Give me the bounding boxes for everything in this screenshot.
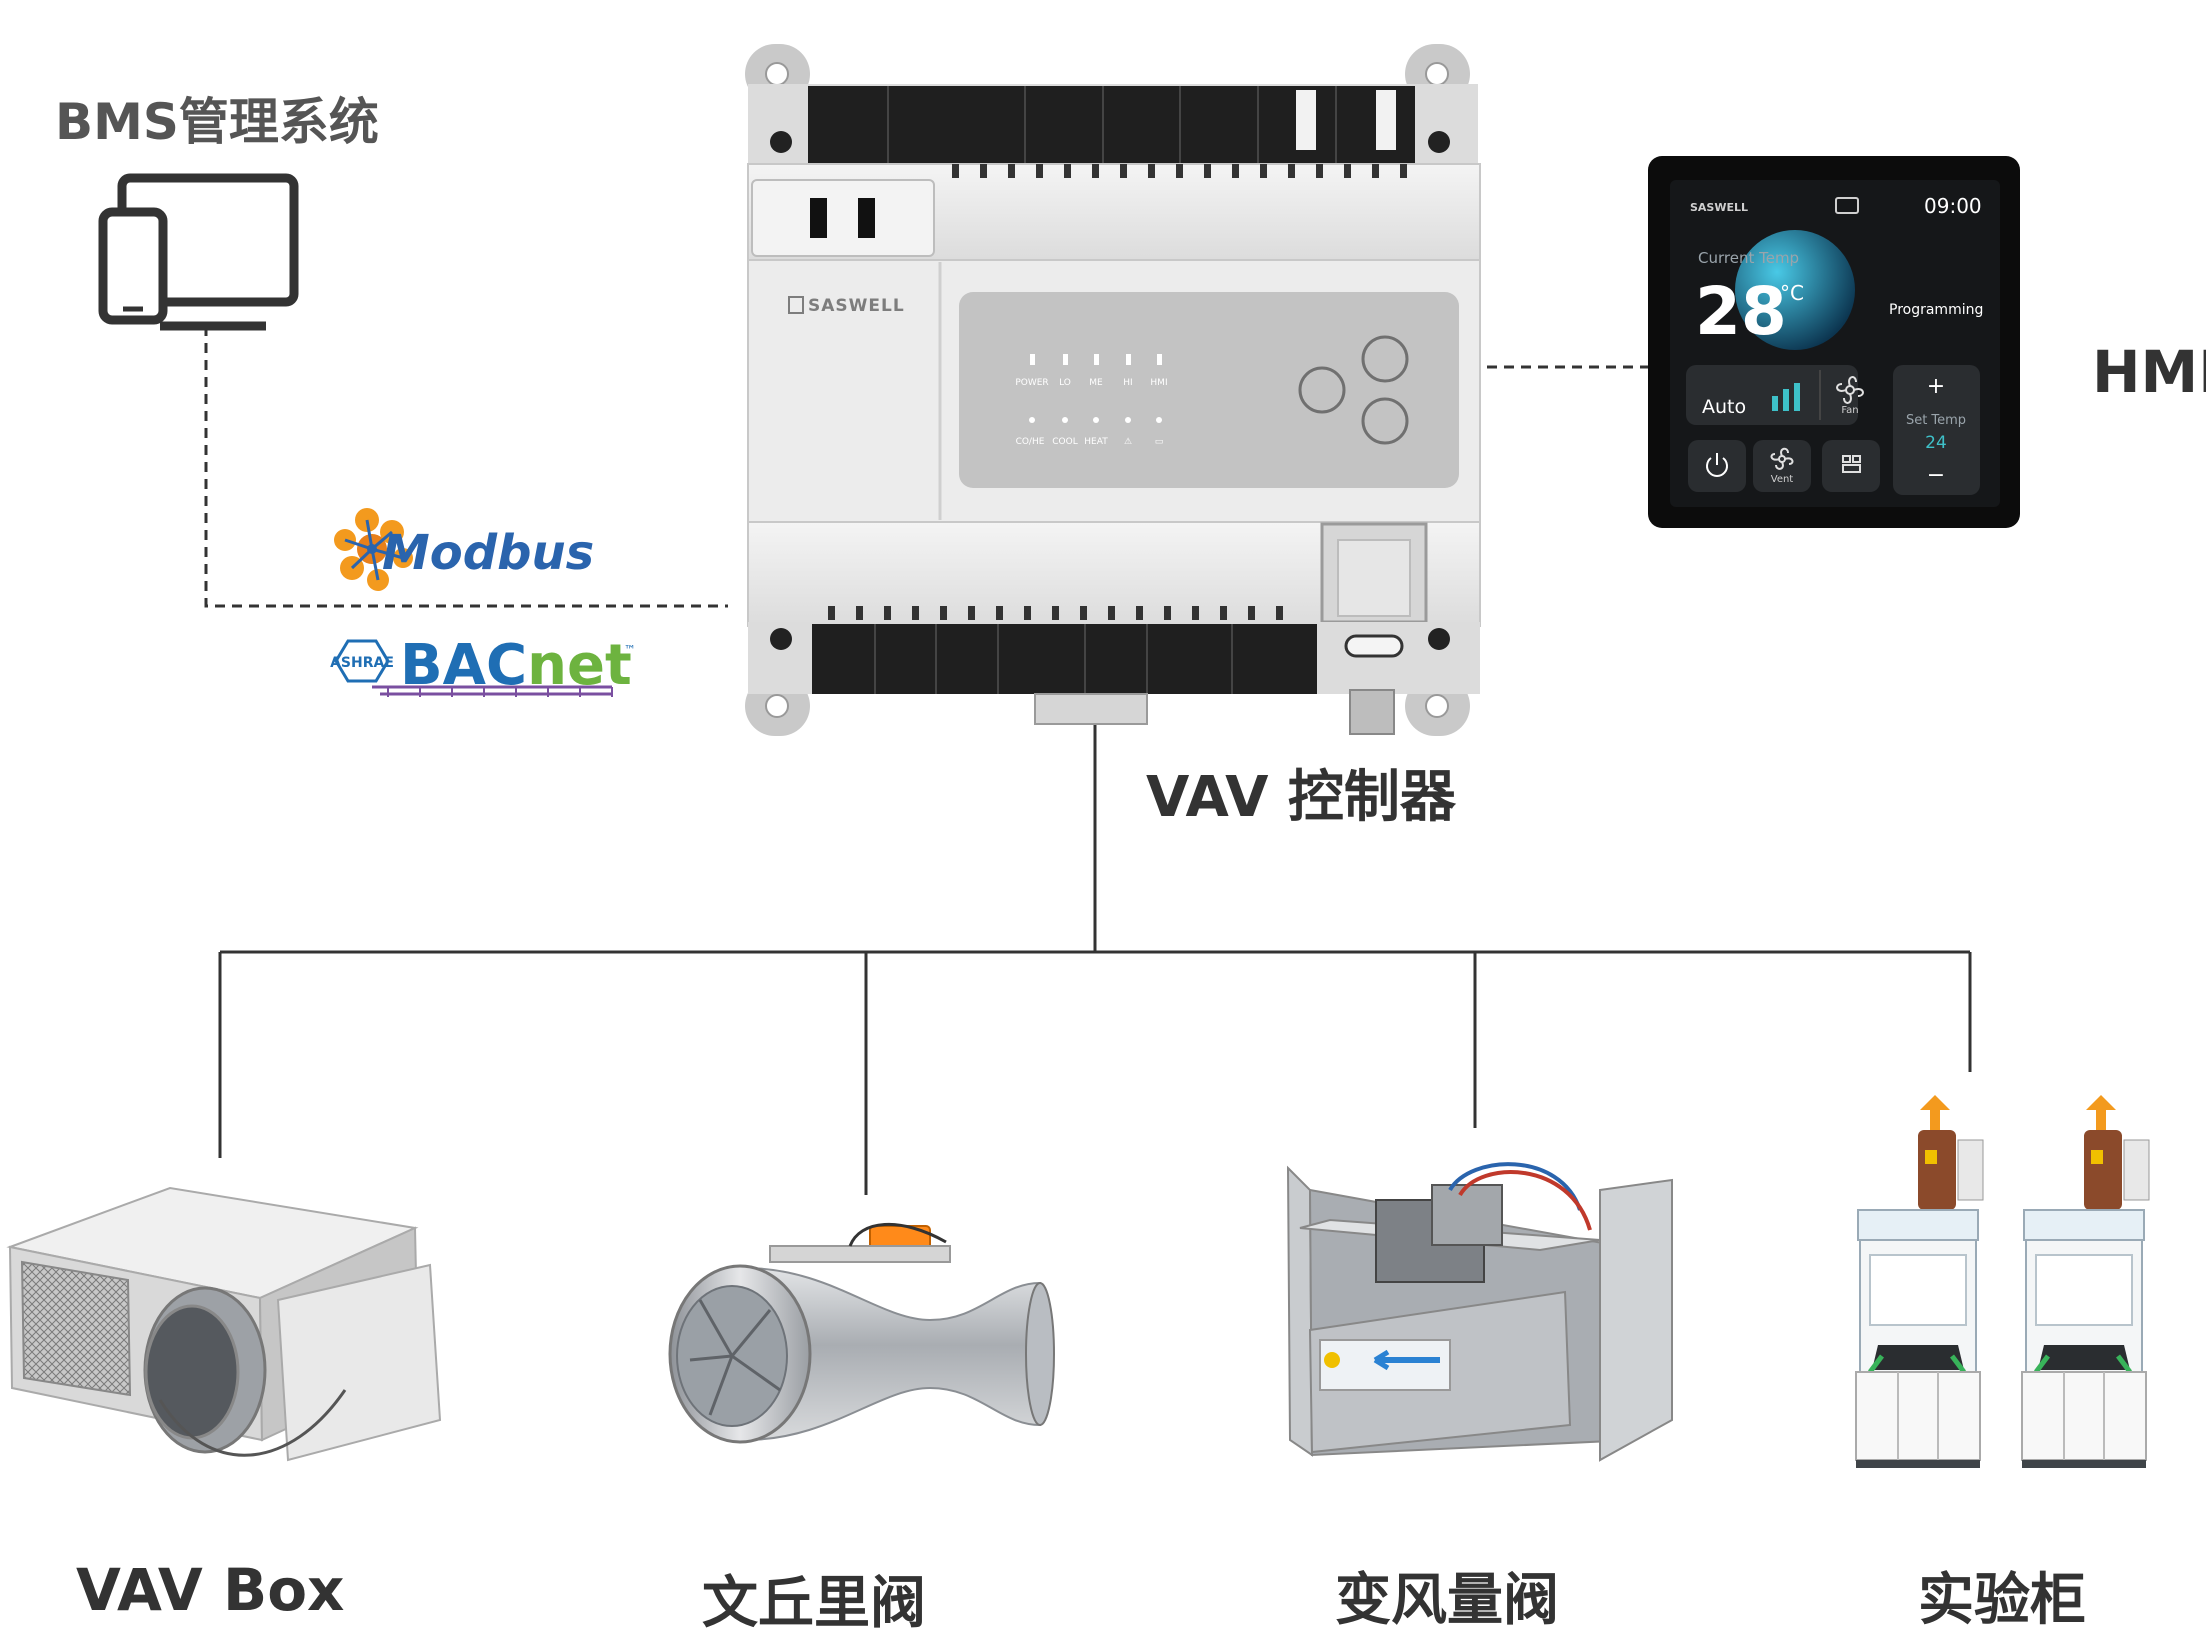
din-clip: [1034, 693, 1148, 725]
controller-button[interactable]: [1361, 397, 1409, 445]
bms-dashed-line: [204, 326, 728, 608]
bacnet-tm: ™: [624, 643, 636, 657]
current-temp-label: Current Temp: [1698, 249, 1799, 267]
fume-hood-unit: [1855, 1095, 1984, 1468]
mode-label[interactable]: Auto: [1702, 396, 1746, 418]
set-temp-value: 24: [1925, 433, 1947, 453]
set-temp-minus[interactable]: −: [1927, 463, 1945, 488]
vav-box-label: VAV Box: [76, 1556, 345, 1624]
hmi-label: HMI: [2092, 338, 2206, 406]
hmi-time[interactable]: 09:00: [1924, 194, 1982, 218]
venturi-label: 文丘里阀: [702, 1571, 926, 1636]
vent-label: Vent: [1771, 474, 1794, 485]
hmi-brand: SASWELL: [1690, 201, 1748, 214]
top-terminal-block: [808, 86, 1415, 164]
led-label-cool: COOL: [1052, 437, 1077, 447]
fan-icon[interactable]: [1836, 376, 1864, 404]
set-temp-card[interactable]: [1893, 365, 1980, 495]
controller-button[interactable]: [1361, 335, 1409, 383]
controller-front-panel: [959, 292, 1459, 488]
connection-lines: [204, 326, 1972, 1195]
led-label-power: POWER: [1015, 378, 1048, 388]
fan-label: Fan: [1841, 405, 1858, 416]
power-button[interactable]: [1688, 440, 1746, 492]
modbus-logo: Modbus: [334, 508, 594, 591]
vav-controller-device: SASWELL POWER LO ME HI HMI CO/HE COOL HE…: [745, 44, 1481, 736]
bottom-terminal-block: [812, 624, 1317, 694]
current-temp-dial: [1735, 230, 1855, 350]
fan-speed-bars-icon: [1772, 383, 1800, 411]
top-screw-row: [952, 164, 1407, 178]
alarm-icon: ⚠: [1124, 437, 1132, 447]
mode-card[interactable]: [1686, 365, 1858, 425]
ashrae-hexagon-icon: [334, 639, 390, 683]
bms-label: BMS管理系统: [55, 93, 379, 151]
pressure-nozzle: [1349, 689, 1395, 735]
led-label-hi: HI: [1123, 378, 1132, 388]
temp-unit: °C: [1780, 281, 1804, 305]
power-icon: [1706, 453, 1728, 477]
current-temp-value: 28: [1695, 273, 1787, 350]
dip-switch-cover: [751, 179, 935, 257]
phone-icon: [98, 207, 168, 325]
controller-brand: SASWELL: [808, 296, 905, 316]
controller-buttons: [1298, 335, 1409, 445]
bacnet-logo: ASHRAE BACnet ™: [330, 633, 636, 698]
grid-menu-icon: [1842, 455, 1861, 473]
vav-damper-image: [1286, 1162, 1673, 1462]
usb-c-port: [1344, 634, 1404, 658]
venturi-valve-image: [668, 1222, 1055, 1444]
fume-hood-label: 实验柜: [1918, 1568, 2086, 1633]
set-temp-plus[interactable]: +: [1927, 374, 1945, 399]
led-indicators: [1029, 354, 1162, 423]
led-label-heat: HEAT: [1084, 437, 1108, 447]
fume-hood-image: [1855, 1095, 2150, 1468]
controller-button[interactable]: [1298, 366, 1346, 414]
controller-label: VAV 控制器: [1146, 765, 1456, 830]
hmi-thermostat: SASWELL 09:00 Current Temp 28 °C Program…: [1648, 156, 2020, 528]
led-label-lo: LO: [1059, 378, 1071, 388]
set-temp-label: Set Temp: [1906, 413, 1966, 428]
calendar-icon: [1835, 197, 1859, 214]
bottom-screw-row: [828, 606, 1283, 620]
modbus-molecule-icon: [334, 508, 413, 591]
display-icon: ▭: [1155, 437, 1164, 447]
vav-damper-label: 变风量阀: [1335, 1568, 1559, 1633]
led-label-cohe: CO/HE: [1016, 437, 1045, 447]
vav-box-mesh: [20, 1260, 132, 1397]
fume-hood-unit: [2021, 1095, 2150, 1468]
vav-box-image: [6, 1186, 442, 1462]
led-label-me: ME: [1089, 378, 1103, 388]
bms-device-icon: [98, 173, 299, 331]
led-label-hmi: HMI: [1150, 378, 1167, 388]
vent-icon: [1770, 447, 1794, 470]
modbus-wordmark: Modbus: [382, 525, 594, 581]
ashrae-text: ASHRAE: [330, 655, 394, 671]
programming-label[interactable]: Programming: [1889, 302, 1983, 318]
